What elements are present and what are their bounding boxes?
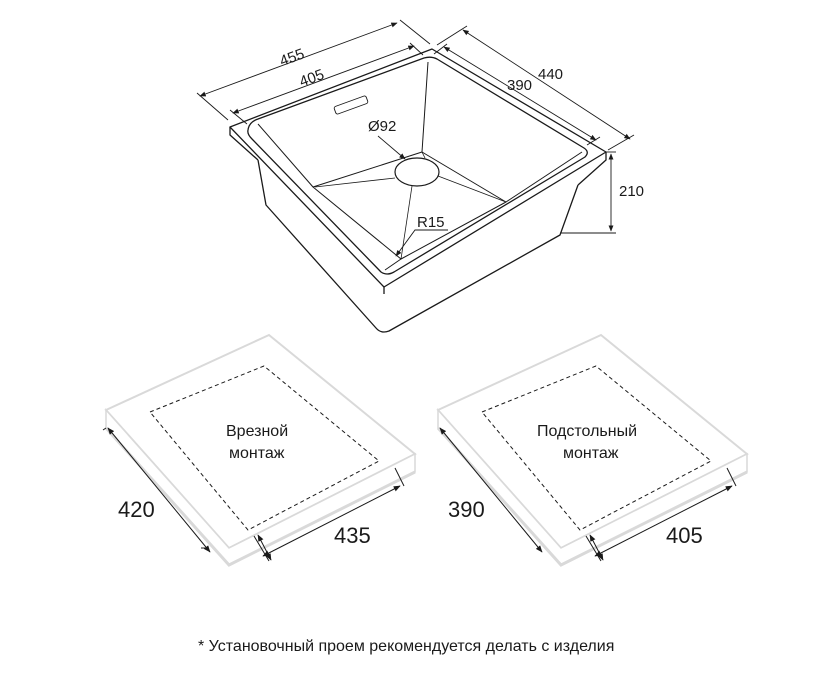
cutout-inset-outline xyxy=(149,365,380,531)
cutout-under-dim-depth: 390 xyxy=(448,497,485,522)
dim-outer-depth: 440 xyxy=(538,66,563,83)
footnote: * Установочный проем рекомендуется делат… xyxy=(198,638,614,655)
cutout-under-title-line2: монтаж xyxy=(563,445,619,462)
cutout-inset-dim-width: 435 xyxy=(334,523,371,548)
sink-rim-outer xyxy=(229,48,607,288)
cutout-inset-dimensions xyxy=(102,427,405,562)
sink-skirt xyxy=(257,159,579,333)
cutout-under-outline xyxy=(481,365,712,531)
cutout-under-title-line1: Подстольный xyxy=(537,423,637,440)
dim-inner-depth: 390 xyxy=(507,77,532,94)
dim-drain-diameter: Ø92 xyxy=(368,118,396,135)
dim-inner-width: 405 xyxy=(297,66,326,91)
cutout-inset-title-line1: Врезной xyxy=(226,423,288,440)
cutout-under-dim-width: 405 xyxy=(666,523,703,548)
cutout-inset-labels: Врезной монтаж 420 435 xyxy=(118,423,371,548)
cutout-inset-title-line2: монтаж xyxy=(229,445,285,462)
drain-hole xyxy=(394,157,440,187)
sink-body xyxy=(229,48,607,333)
logo-plate xyxy=(333,95,369,115)
sink-rim-inner xyxy=(247,56,588,275)
cutout-under-labels: Подстольный монтаж 390 405 xyxy=(448,423,703,548)
dim-corner-radius: R15 xyxy=(417,214,445,231)
sink-dimensions xyxy=(196,19,635,257)
cutout-under-dimensions xyxy=(439,427,737,562)
dim-height: 210 xyxy=(619,183,644,200)
dim-outer-width: 455 xyxy=(277,45,306,70)
cutout-inset-dim-depth: 420 xyxy=(118,497,155,522)
